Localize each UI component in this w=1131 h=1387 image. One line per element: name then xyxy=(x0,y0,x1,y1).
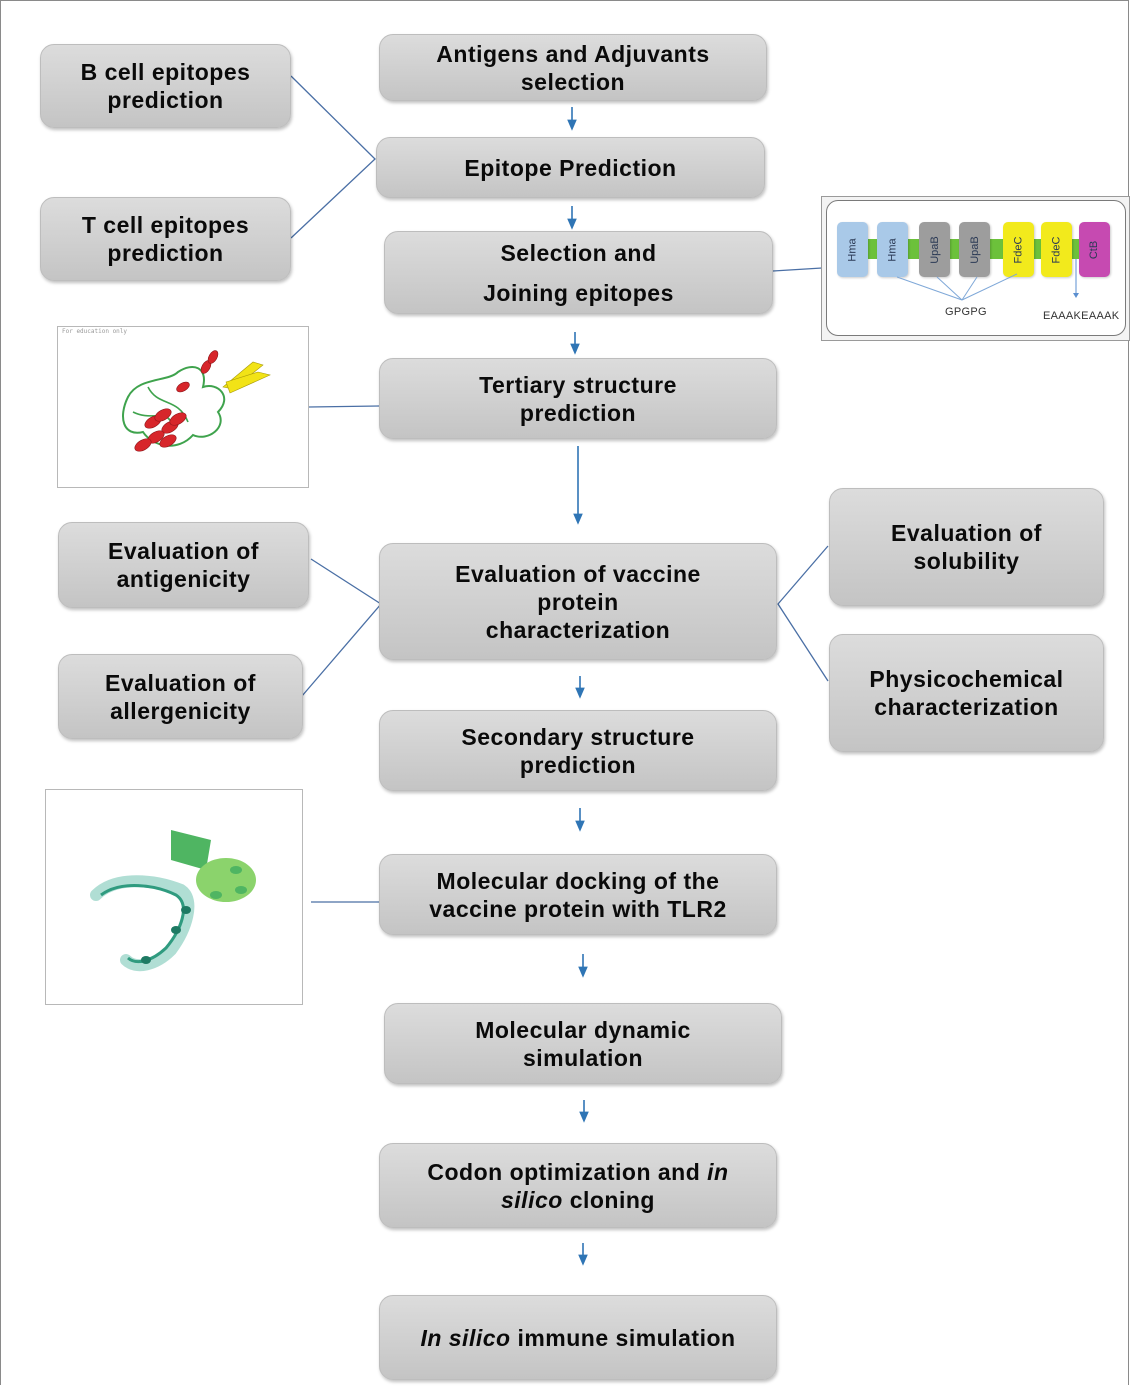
construct-segment-ctb: CtB xyxy=(1079,222,1110,277)
linker-eaaak-label: EAAAKEAAAK xyxy=(1043,310,1120,322)
antigenicity-line2: antigenicity xyxy=(116,566,251,592)
secondary-line1: Secondary structure xyxy=(461,723,695,750)
evaluation-line2: protein xyxy=(537,588,619,615)
immune-line-a: In silico xyxy=(420,1324,511,1351)
construct-segment-upab: UpaB xyxy=(919,222,950,277)
md-line1: Molecular dynamic xyxy=(475,1016,691,1043)
evaluation-line1: Evaluation of vaccine xyxy=(455,560,701,587)
linker-pointers xyxy=(896,259,1079,301)
codon-line2-a: silico xyxy=(501,1186,563,1213)
construct-segment-hma: Hma xyxy=(837,222,868,277)
codon-line1: Codon optimization and in xyxy=(427,1158,728,1186)
codon-line1-b: in xyxy=(707,1158,729,1185)
protein-cartoon-red xyxy=(122,350,271,452)
construct-segment-hma: Hma xyxy=(877,222,908,277)
tertiary-image-caption: For education only xyxy=(62,328,128,335)
antigenicity-line1: Evaluation of xyxy=(108,538,259,564)
selection-line1: Selection and xyxy=(500,239,657,266)
antigens-line2: selection xyxy=(520,68,626,95)
construct-segment-fdec: FdeC xyxy=(1041,222,1072,277)
b-cell-line1: B cell epitopes xyxy=(80,59,251,85)
physicochemical-line2: characterization xyxy=(874,694,1059,720)
tertiary-structure-image: For education only xyxy=(57,326,309,488)
codon-line2: silico cloning xyxy=(427,1186,728,1214)
protein-cartoon-green xyxy=(90,830,256,972)
allergenicity-line2: allergenicity xyxy=(110,697,251,724)
step-epitope-prediction-box: Epitope Prediction xyxy=(376,137,765,198)
antigens-line1: Antigens and Adjuvants xyxy=(436,40,710,67)
selection-line2: Joining epitopes xyxy=(483,279,674,306)
step-immune-box: In silico immune simulation xyxy=(379,1295,777,1380)
immune-line-b: immune simulation xyxy=(510,1324,736,1351)
allergenicity-line1: Evaluation of xyxy=(105,669,256,696)
b-cell-line2: prediction xyxy=(107,87,224,113)
docking-complex-image xyxy=(45,789,303,1005)
codon-line2-b: cloning xyxy=(562,1186,655,1213)
construct-segment-upab: UpaB xyxy=(959,222,990,277)
linker-gpgpg-label: GPGPG xyxy=(945,306,987,318)
epitope-prediction-label: Epitope Prediction xyxy=(464,154,677,181)
tertiary-line1: Tertiary structure xyxy=(479,371,677,398)
physicochemical-line1: Physicochemical xyxy=(869,666,1064,692)
t-cell-line1: T cell epitopes xyxy=(81,212,250,238)
codon-line1-a: Codon optimization and xyxy=(427,1158,708,1185)
md-line2: simulation xyxy=(522,1044,643,1071)
secondary-line2: prediction xyxy=(519,751,637,778)
solubility-line1: Evaluation of xyxy=(891,520,1042,546)
construct-segment-fdec: FdeC xyxy=(1003,222,1034,277)
tertiary-line2: prediction xyxy=(519,399,637,426)
step-codon-box: Codon optimization and in silico cloning xyxy=(379,1143,777,1228)
docking-line2: vaccine protein with TLR2 xyxy=(429,895,727,922)
immune-line: In silico immune simulation xyxy=(420,1324,735,1352)
docking-line1: Molecular docking of the xyxy=(436,867,720,894)
t-cell-line2: prediction xyxy=(107,240,224,266)
evaluation-line3: characterization xyxy=(485,616,671,643)
solubility-line2: solubility xyxy=(913,548,1020,574)
